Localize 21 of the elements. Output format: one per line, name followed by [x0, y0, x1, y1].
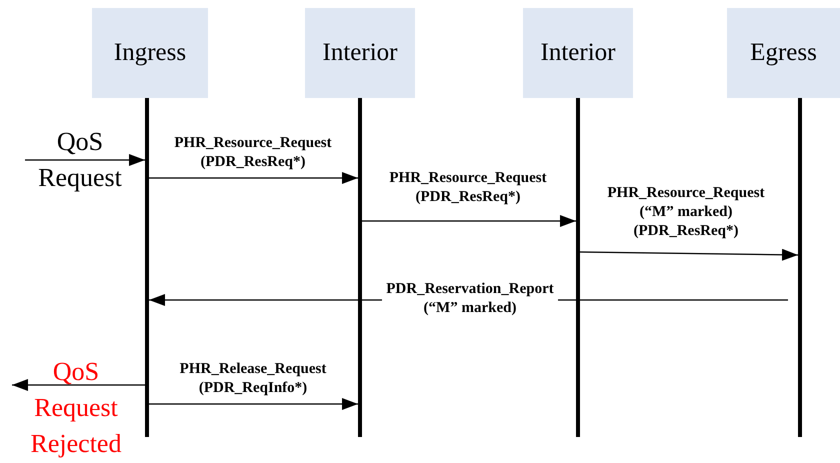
- message-text: QoS Request: [37, 126, 123, 194]
- message-arrow: [12, 379, 145, 391]
- message-arrow: [149, 398, 358, 410]
- participant-box: [92, 8, 208, 98]
- lifeline: [145, 98, 149, 437]
- message-arrow: [149, 172, 358, 184]
- message-text: QoS Request Rejected: [30, 356, 122, 460]
- participant-box: [523, 8, 633, 98]
- participant-name: Egress: [750, 39, 817, 67]
- participant-name: Interior: [322, 39, 398, 67]
- lifeline: [798, 98, 802, 437]
- participant-box: [727, 8, 840, 98]
- message-label: PDR_Reservation_Report (“M” marked): [382, 280, 558, 318]
- lifeline: [358, 98, 362, 437]
- participant-box: [305, 8, 415, 98]
- participant-name: Interior: [540, 39, 616, 67]
- participant-name: Ingress: [114, 39, 186, 67]
- message-arrow: [362, 215, 576, 227]
- message-arrow: [25, 154, 145, 166]
- message-arrow: [580, 248, 798, 261]
- lifeline: [576, 98, 580, 437]
